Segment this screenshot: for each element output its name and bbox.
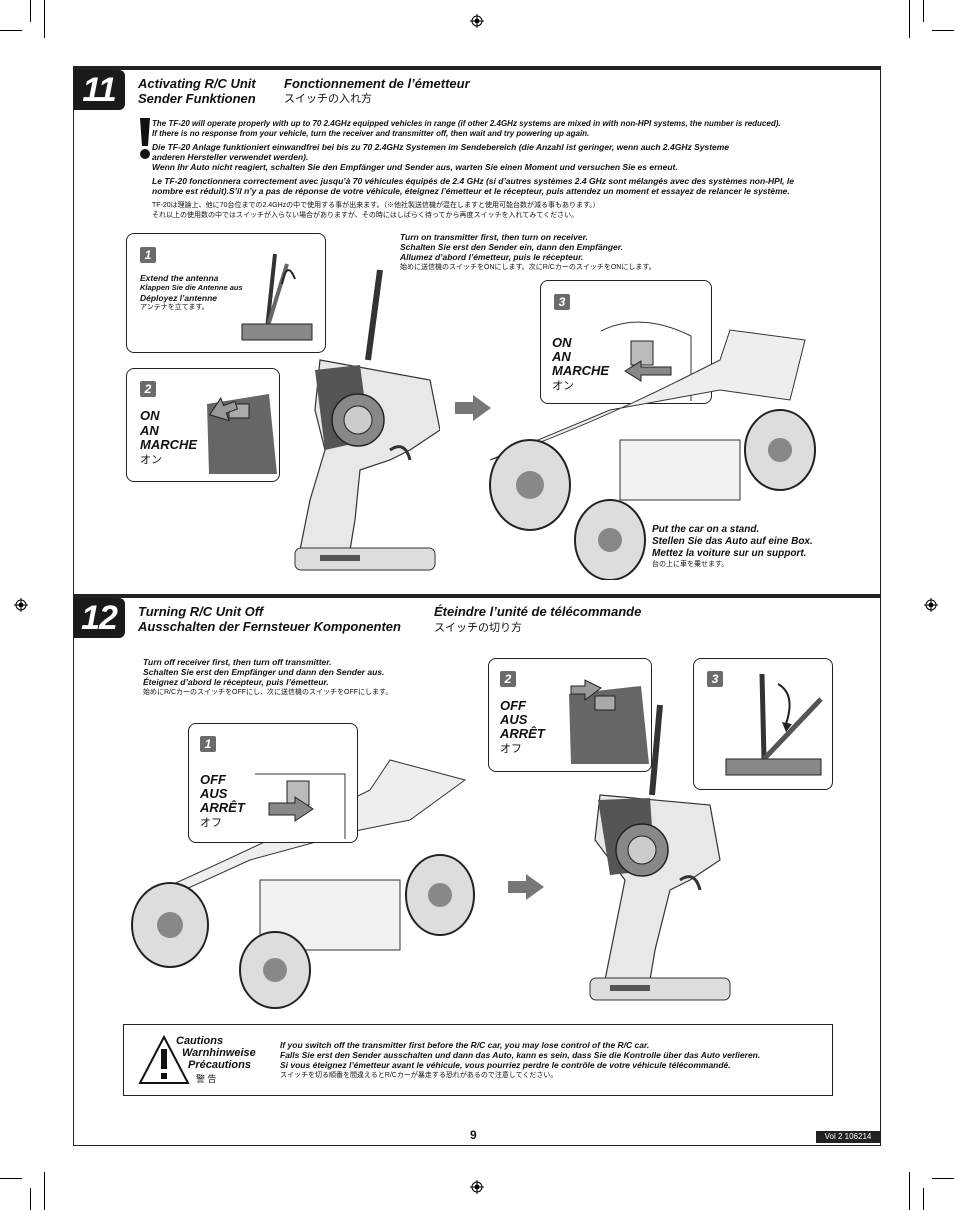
step-number-11: 11 — [73, 70, 125, 110]
caution-label-de: Warnhinweise — [182, 1047, 256, 1059]
caution-text-fr: Si vous éteignez l’émetteur avant le véh… — [280, 1060, 731, 1070]
caution-box: Cautions Warnhinweise Précautions 警 告 If… — [123, 1024, 833, 1096]
extend-antenna-jp: アンテナを立てます。 — [140, 304, 209, 311]
version-label: Vol 2 106214 — [816, 1131, 880, 1143]
right-arrow-icon — [455, 395, 491, 421]
step12-order-fr: Éteignez d’abord le récepteur, puis l’ém… — [143, 677, 329, 687]
off-label-fr: ARRÊT — [500, 726, 545, 741]
registration-mark-left — [14, 598, 28, 612]
step11-title-fr: Fonctionnement de l’émetteur — [284, 76, 470, 91]
power-switch-icon — [207, 394, 277, 474]
transmitter-illustration — [294, 269, 440, 571]
page-number: 9 — [470, 1128, 477, 1142]
warning-fr-2: nombre est réduit).S’il n’y a pas de rép… — [152, 186, 790, 196]
box-number: 2 — [500, 671, 516, 687]
warning-triangle-icon — [138, 1035, 190, 1084]
receiver-switch-icon — [255, 773, 346, 839]
right-arrow-icon — [508, 874, 544, 900]
step12-title-de: Ausschalten der Fernsteuer Komponenten — [138, 619, 401, 634]
warning-jp-2: それ以上の使用数の中ではスイッチが入らない場合がありますが、その時にはしばらく待… — [152, 212, 579, 219]
transmitter-illustration — [589, 704, 731, 1001]
box-number: 2 — [140, 381, 156, 397]
off-label-en: OFF — [500, 698, 526, 713]
step12-box-2: 2 OFF AUS ARRÊT オフ — [488, 658, 652, 772]
on-label-de: AN — [140, 423, 159, 438]
registration-mark-top — [470, 14, 484, 28]
step12-order-de: Schalten Sie erst den Empfänger und dann… — [143, 667, 385, 677]
stand-en: Put the car on a stand. — [652, 524, 760, 535]
step11-box-2: 2 ON AN MARCHE オン — [126, 368, 280, 482]
extend-antenna-de: Klappen Sie die Antenne aus — [140, 283, 243, 292]
exclamation-icon — [140, 118, 150, 159]
on-label-fr: MARCHE — [552, 363, 610, 378]
step11-order-jp: 始めに送信機のスイッチをONにします。次にR/CカーのスイッチをONにします。 — [400, 264, 656, 271]
warning-en-2: If there is no response from your vehicl… — [152, 129, 590, 138]
step-number-12: 12 — [73, 598, 125, 638]
box-number: 3 — [707, 671, 723, 687]
on-label-en: ON — [140, 408, 160, 423]
on-label-fr: MARCHE — [140, 437, 198, 452]
step12-title-en: Turning R/C Unit Off — [138, 604, 264, 619]
box-number: 3 — [554, 294, 570, 310]
on-label-de: AN — [552, 349, 571, 364]
step12-order-jp: 始めにR/CカーのスイッチをOFFにし、次に送信機のスイッチをOFFにします。 — [143, 689, 393, 696]
stand-fr: Mettez la voiture sur un support. — [652, 548, 807, 559]
caution-text-jp: スイッチを切る順番を間違えるとR/Cカーが暴走する恐れがあるので注意してください… — [280, 1072, 558, 1079]
caution-label-fr: Précautions — [188, 1059, 251, 1071]
extend-antenna-en: Extend the antenna — [140, 273, 219, 283]
step12-box-1: 1 OFF AUS ARRÊT オフ — [188, 723, 358, 843]
antenna-icon — [241, 253, 313, 341]
off-label-jp: オフ — [200, 817, 222, 829]
step11-title-jp: スイッチの入れ方 — [284, 93, 372, 105]
step11-order-de: Schalten Sie erst den Sender ein, dann d… — [400, 242, 623, 252]
extend-antenna-fr: Déployez l’antenne — [140, 293, 217, 303]
warning-jp-1: TF-20は理論上、他に70台位までの2.4GHzの中で使用する事が出来ます。（… — [152, 202, 600, 209]
off-label-fr: ARRÊT — [200, 800, 245, 815]
on-label-jp: オン — [552, 380, 574, 392]
warning-fr-1: Le TF-20 fonctionnera correctement avec … — [152, 176, 794, 186]
caution-text-en: If you switch off the transmitter first … — [280, 1040, 650, 1050]
on-label-jp: オン — [140, 454, 162, 466]
step12-title-fr: Éteindre l’unité de télécommande — [434, 604, 642, 619]
registration-mark-bottom — [470, 1180, 484, 1194]
step11-order-fr: Allumez d’abord l’émetteur, puis le réce… — [400, 252, 584, 262]
step12-title-jp: スイッチの切り方 — [434, 622, 522, 634]
warning-en-1: The TF-20 will operate properly with up … — [152, 119, 781, 128]
caution-text-de: Falls Sie erst den Sender ausschalten un… — [280, 1050, 761, 1060]
box-number: 1 — [200, 736, 216, 752]
off-label-en: OFF — [200, 772, 226, 787]
step11-title-de: Sender Funktionen — [138, 91, 256, 106]
section-divider — [73, 594, 881, 598]
off-label-jp: オフ — [500, 743, 522, 755]
step12-order-en: Turn off receiver first, then turn off t… — [143, 657, 332, 667]
warning-de-3: Wenn Ihr Auto nicht reagiert, schalten S… — [152, 162, 678, 172]
section-divider — [73, 66, 881, 70]
warning-de-1: Die TF-20 Anlage funktioniert einwandfre… — [152, 142, 730, 152]
stand-de: Stellen Sie das Auto auf eine Box. — [652, 536, 813, 547]
car-illustration — [489, 329, 816, 580]
step11-order-en: Turn on transmitter first, then turn on … — [400, 232, 588, 242]
on-label-en: ON — [552, 335, 572, 350]
stand-jp: 台の上に車を乗せます。 — [652, 561, 729, 568]
caution-label-en: Cautions — [176, 1035, 224, 1047]
power-switch-icon — [569, 679, 649, 764]
off-label-de: AUS — [200, 786, 228, 801]
box-number: 1 — [140, 247, 156, 263]
step11-title-en: Activating R/C Unit — [138, 76, 256, 91]
step12-box-3: 3 — [693, 658, 833, 790]
warning-de-2: anderen Hersteller verwendet werden). — [152, 152, 309, 162]
registration-mark-right — [924, 598, 938, 612]
off-label-de: AUS — [500, 712, 528, 727]
antenna-icon — [725, 673, 823, 776]
receiver-switch-icon — [601, 321, 692, 401]
step11-box-1: 1 Extend the antenna Klappen Sie die Ant… — [126, 233, 326, 353]
caution-label-jp: 警 告 — [196, 1074, 217, 1084]
